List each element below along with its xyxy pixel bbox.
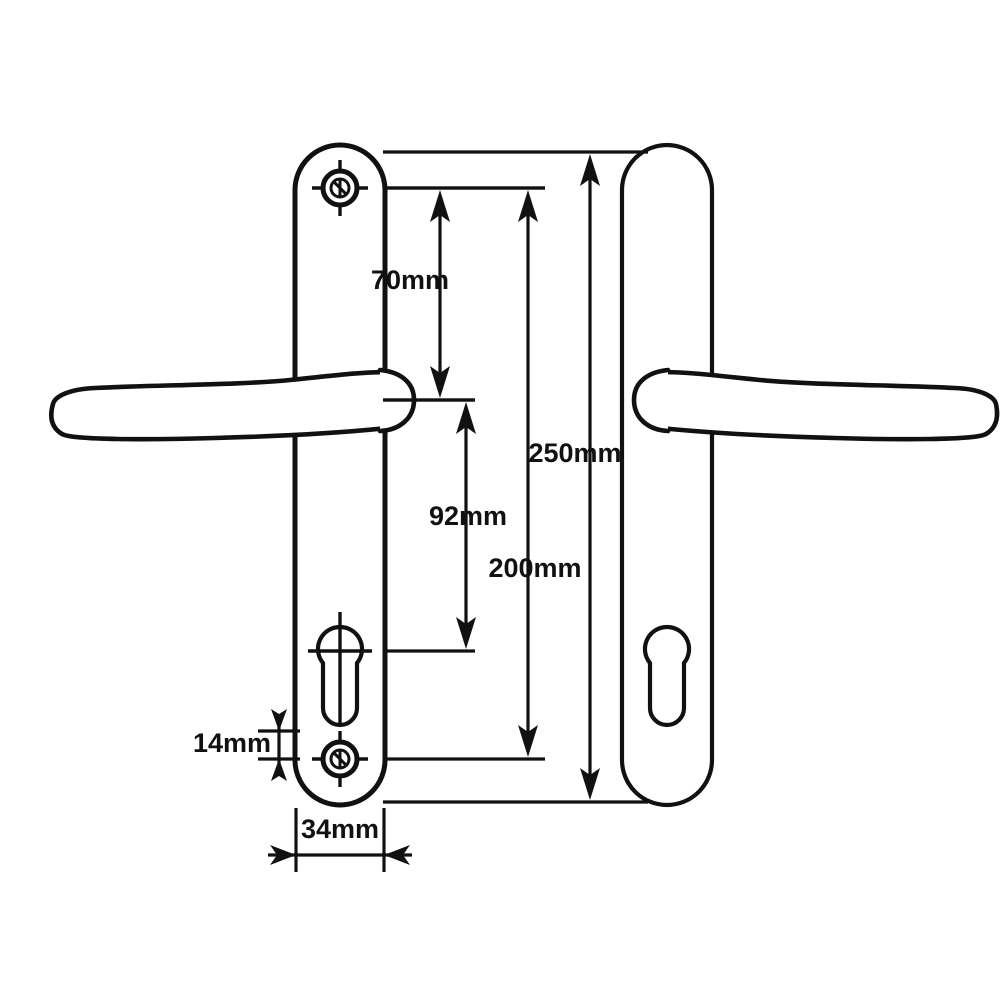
right-lever-handle [657, 369, 1000, 442]
right-euro-cylinder-keyhole [642, 624, 692, 728]
dimension-34mm-label: 34mm [301, 814, 379, 844]
left-euro-cylinder-keyhole [308, 612, 372, 728]
left-top-fixing-screw [312, 160, 368, 216]
left-lever-handle [49, 369, 391, 442]
dimension-34mm: 34mm [268, 808, 412, 872]
right-backplate [619, 142, 1000, 808]
dimension-92mm-label: 92mm [429, 501, 507, 531]
dimension-14mm: 14mm [193, 709, 300, 781]
dimension-200mm-label: 200mm [488, 553, 581, 583]
dimension-70mm-label: 70mm [371, 265, 449, 295]
right-lever-hub [631, 367, 671, 434]
dimension-92mm: 92mm [383, 398, 507, 653]
dimension-200mm: 200mm [383, 186, 582, 761]
dimension-250mm-label: 250mm [528, 438, 621, 468]
left-bottom-fixing-screw [312, 731, 368, 787]
dimension-250mm: 250mm [383, 150, 648, 804]
left-backplate [49, 142, 417, 808]
dimension-14mm-label: 14mm [193, 728, 271, 758]
